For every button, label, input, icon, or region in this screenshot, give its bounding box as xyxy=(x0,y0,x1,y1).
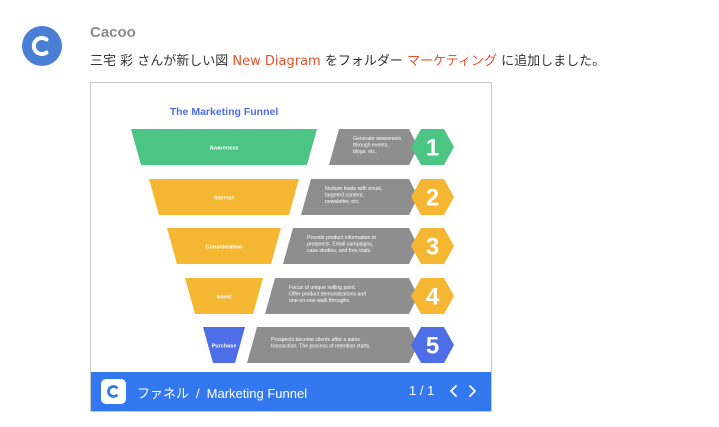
stage-number: 1 xyxy=(426,135,439,162)
stage-description-line: blogs, etc. xyxy=(353,149,377,155)
stage-description-line: newsletter, etc. xyxy=(325,199,360,205)
funnel-stage-4 xyxy=(185,278,263,314)
cacoo-logo-icon xyxy=(31,36,49,56)
stage-number: 5 xyxy=(426,333,439,360)
stage-label: Consideration xyxy=(206,245,244,251)
chevron-right-icon xyxy=(469,385,476,397)
funnel-stage-1 xyxy=(131,129,317,165)
diagram-title: The Marketing Funnel xyxy=(170,106,279,118)
stage-description-line: through events, xyxy=(353,142,389,148)
page-indicator: 1 / 1 xyxy=(409,383,435,398)
stage-description-arrow xyxy=(301,179,418,215)
stage-number-badge xyxy=(411,179,454,215)
stage-label: Interest xyxy=(214,196,234,202)
folder-name: ファネル xyxy=(137,386,190,401)
cacoo-footer-icon[interactable] xyxy=(101,379,126,404)
stage-description-line: targeted content, xyxy=(325,192,364,198)
stage-label: Awareness xyxy=(210,146,239,152)
stage-description-line: Prospects become clients after a sales xyxy=(271,337,360,343)
stage-number-badge xyxy=(411,278,454,314)
stage-description-line: Offer product demonstrations and xyxy=(289,291,366,297)
message-suffix: に追加しました。 xyxy=(496,54,606,69)
stage-description-line: transaction. The process of retention st… xyxy=(271,343,371,349)
folder-link[interactable]: マーケティング xyxy=(406,54,497,69)
stage-description-line: prospects. Email campaigns, xyxy=(307,241,373,247)
diagram-path[interactable]: ファネル / Marketing Funnel xyxy=(137,383,307,402)
sender-name: Cacoo xyxy=(90,24,136,41)
stage-description-line: one-on-one walk throughs. xyxy=(289,298,350,304)
stage-description-arrow xyxy=(247,327,418,363)
funnel-stage-2 xyxy=(149,179,299,215)
diagram-preview-card[interactable]: The Marketing Funnel Awareness Generate a… xyxy=(90,82,492,412)
chevron-left-icon xyxy=(450,385,457,397)
cacoo-logo-icon xyxy=(107,385,118,398)
stage-description-line: Provide product information to xyxy=(307,235,376,241)
stage-description-line: case studies, and free trials. xyxy=(307,248,372,254)
funnel-stage-3 xyxy=(167,228,281,264)
stage-description-arrow xyxy=(283,228,418,264)
diagram-link[interactable]: New Diagram xyxy=(232,54,321,69)
cacoo-avatar[interactable] xyxy=(22,26,62,66)
marketing-funnel-diagram: The Marketing Funnel Awareness Generate a… xyxy=(131,106,454,363)
stage-description-line: Focus of unique selling point. xyxy=(289,285,356,291)
message-middle: をフォルダー xyxy=(320,54,407,69)
stage-number-badge xyxy=(411,129,454,165)
stage-number-badge xyxy=(411,228,454,264)
stage-label: Purchase xyxy=(212,344,237,350)
stage-description-arrow xyxy=(265,278,418,314)
stage-number: 4 xyxy=(426,284,440,311)
stage-number: 2 xyxy=(426,185,439,212)
path-separator: / xyxy=(196,386,200,401)
stage-number-badge xyxy=(411,327,454,363)
stage-number: 3 xyxy=(426,234,439,261)
prev-page-button[interactable] xyxy=(445,380,463,402)
next-page-button[interactable] xyxy=(463,380,481,402)
diagram-name: Marketing Funnel xyxy=(206,386,308,401)
stage-label: Intent xyxy=(217,295,232,301)
notification-message: 三宅 彩 さんが新しい図 New Diagram をフォルダー マーケティング … xyxy=(90,50,605,69)
stage-description-arrow xyxy=(329,129,418,165)
preview-footer-bar: ファネル / Marketing Funnel 1 / 1 xyxy=(91,372,491,411)
funnel-stage-5 xyxy=(203,327,245,363)
stage-description-line: Nurture leads with email, xyxy=(325,186,382,192)
message-prefix: 三宅 彩 さんが新しい図 xyxy=(90,54,233,69)
stage-description-line: Generate awareness xyxy=(353,136,402,142)
